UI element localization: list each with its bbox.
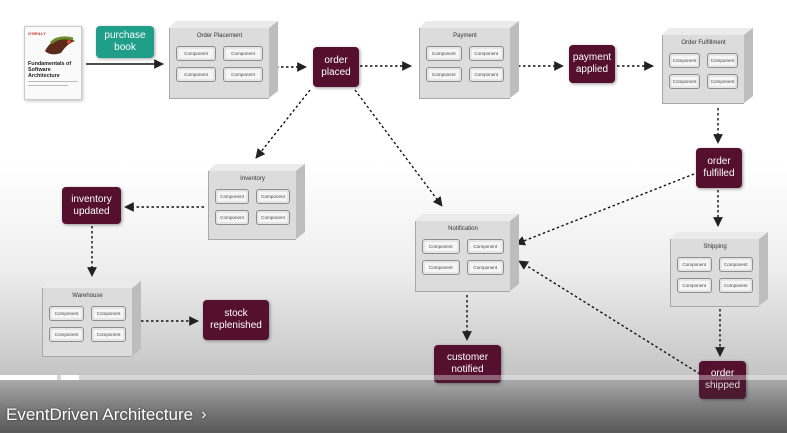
chevron-right-icon: › (201, 406, 207, 423)
book-publisher: O'REILLY (28, 31, 46, 36)
service-box-side (269, 21, 278, 98)
service-box-top (670, 232, 768, 239)
order-placement-name: Order Placement (196, 33, 243, 39)
payment-name: Payment (453, 33, 477, 39)
component-box: Component (49, 306, 84, 321)
warehouse-service: Warehouse Component Component Component … (42, 288, 132, 357)
chapter-title: EventDriven Architecture (6, 405, 194, 424)
service-box-side (510, 21, 519, 98)
component-grid: Component Component Component Component (422, 239, 504, 275)
shipping-name: Shipping (703, 244, 727, 250)
service-box-top (208, 164, 305, 171)
notification-name: Notification (448, 226, 478, 232)
component-box: Component (677, 278, 712, 293)
component-box: Component (468, 67, 504, 82)
component-box: Component (677, 257, 712, 272)
component-box: Component (223, 67, 263, 82)
book-subtitle-line (28, 85, 68, 86)
book-title: Fundamentals of Software Architecture (28, 61, 72, 79)
stock-replenished-event: stock replenished (203, 300, 269, 340)
warehouse-name: Warehouse (72, 293, 103, 299)
component-box: Component (718, 257, 753, 272)
order-placement-service: Order Placement Component Component Comp… (169, 28, 269, 99)
progress-segment (61, 375, 79, 380)
component-box: Component (422, 239, 460, 254)
service-box-side (296, 164, 305, 239)
purchase-book-label: purchase book (104, 30, 146, 53)
progress-segment (0, 375, 57, 380)
component-grid: Component Component Component Component (677, 257, 753, 293)
component-box: Component (256, 189, 290, 204)
arrow-order-placed-to-notification (354, 89, 443, 207)
component-box: Component (707, 74, 738, 89)
component-box: Component (707, 53, 738, 68)
service-box-top (169, 21, 278, 28)
service-box-side (510, 214, 519, 291)
purchase-book-command: purchase book (96, 26, 154, 58)
player-overlay (0, 380, 787, 433)
stock-replenished-label: stock replenished (210, 308, 262, 331)
chapter-title-link[interactable]: EventDriven Architecture › (6, 404, 206, 426)
order-placed-event: order placed (313, 47, 359, 87)
payment-service: Payment Component Component Component Co… (419, 28, 510, 99)
service-box-top (415, 214, 519, 221)
book-subtitle-line (28, 81, 78, 82)
service-box-top (662, 28, 753, 35)
component-box: Component (669, 53, 700, 68)
component-box: Component (426, 46, 462, 61)
component-box: Component (176, 46, 216, 61)
notification-service: Notification Component Component Compone… (415, 221, 510, 292)
component-box: Component (426, 67, 462, 82)
component-grid: Component Component Component Component (426, 46, 504, 82)
inventory-updated-event: inventory updated (62, 187, 121, 224)
component-grid: Component Component Component Component (215, 189, 290, 225)
service-box-side (744, 28, 753, 103)
arrow-order-fulfilled-to-notification (515, 173, 695, 246)
inventory-service: Inventory Component Component Component … (208, 171, 296, 240)
component-grid: Component Component Component Component (49, 306, 126, 342)
order-placed-label: order placed (321, 55, 351, 78)
order-fulfilled-label: order fulfilled (703, 156, 735, 179)
service-box-side (759, 232, 768, 306)
inventory-name: Inventory (240, 176, 265, 182)
payment-applied-label: payment applied (572, 52, 612, 75)
component-box: Component (91, 306, 126, 321)
order-fulfillment-service: Order Fulfillment Component Component Co… (662, 35, 744, 104)
service-box-top (42, 281, 141, 288)
shipping-service: Shipping Component Component Component C… (670, 239, 759, 307)
component-box: Component (176, 67, 216, 82)
customer-notified-event: customer notified (434, 345, 501, 383)
component-box: Component (215, 189, 249, 204)
payment-applied-event: payment applied (569, 45, 615, 83)
component-grid: Component Component Component Component (176, 46, 263, 82)
component-box: Component (223, 46, 263, 61)
arrow-order-placed-to-inventory (255, 89, 311, 159)
component-box: Component (256, 210, 290, 225)
component-box: Component (215, 210, 249, 225)
component-box: Component (669, 74, 700, 89)
service-box-side (132, 281, 141, 356)
order-fulfillment-name: Order Fulfillment (681, 40, 726, 46)
component-box: Component (91, 327, 126, 342)
component-grid: Component Component Component Component (669, 53, 738, 89)
book-cover: O'REILLY Fundamentals of Software Archit… (24, 26, 82, 100)
component-box: Component (422, 260, 460, 275)
component-box: Component (49, 327, 84, 342)
component-box: Component (466, 260, 504, 275)
customer-notified-label: customer notified (446, 352, 489, 375)
chapter-progress-bar[interactable] (0, 375, 787, 380)
component-box: Component (718, 278, 753, 293)
order-fulfilled-event: order fulfilled (696, 148, 742, 188)
book-animal-illustration (45, 36, 75, 55)
component-box: Component (468, 46, 504, 61)
inventory-updated-label: inventory updated (71, 193, 112, 217)
service-box-top (419, 21, 519, 28)
component-box: Component (466, 239, 504, 254)
